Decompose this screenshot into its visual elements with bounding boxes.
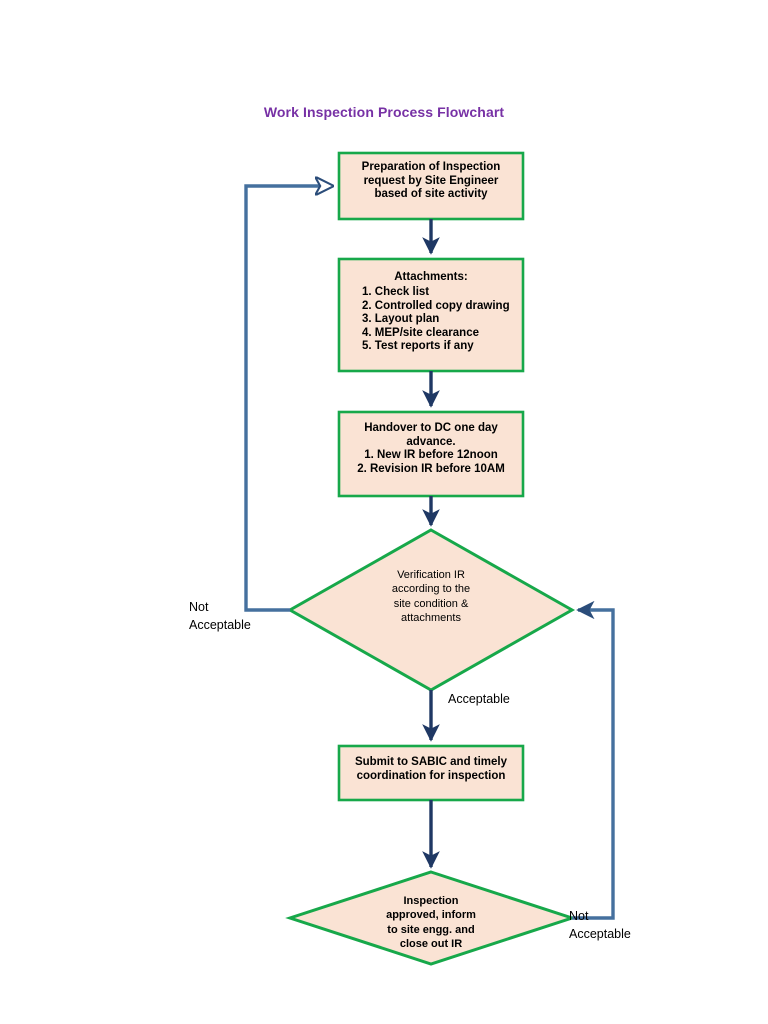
- node-verification[interactable]: [286, 528, 576, 692]
- connector-approved-not-acceptable-loop: [572, 600, 615, 920]
- edge-label-acceptable: Acceptable: [448, 692, 510, 706]
- node-approved[interactable]: [285, 870, 577, 966]
- node-submit[interactable]: [337, 744, 525, 802]
- node-attachments[interactable]: [337, 257, 525, 373]
- node-preparation[interactable]: [337, 151, 525, 221]
- edge-label-not-acceptable-right: Not Acceptable: [569, 909, 631, 942]
- edge-label-not-acceptable-left: Not Acceptable: [189, 600, 251, 633]
- node-handover[interactable]: [337, 410, 525, 498]
- connector-verification-not-acceptable-loop: [244, 186, 332, 612]
- page-title: Work Inspection Process Flowchart: [263, 104, 505, 120]
